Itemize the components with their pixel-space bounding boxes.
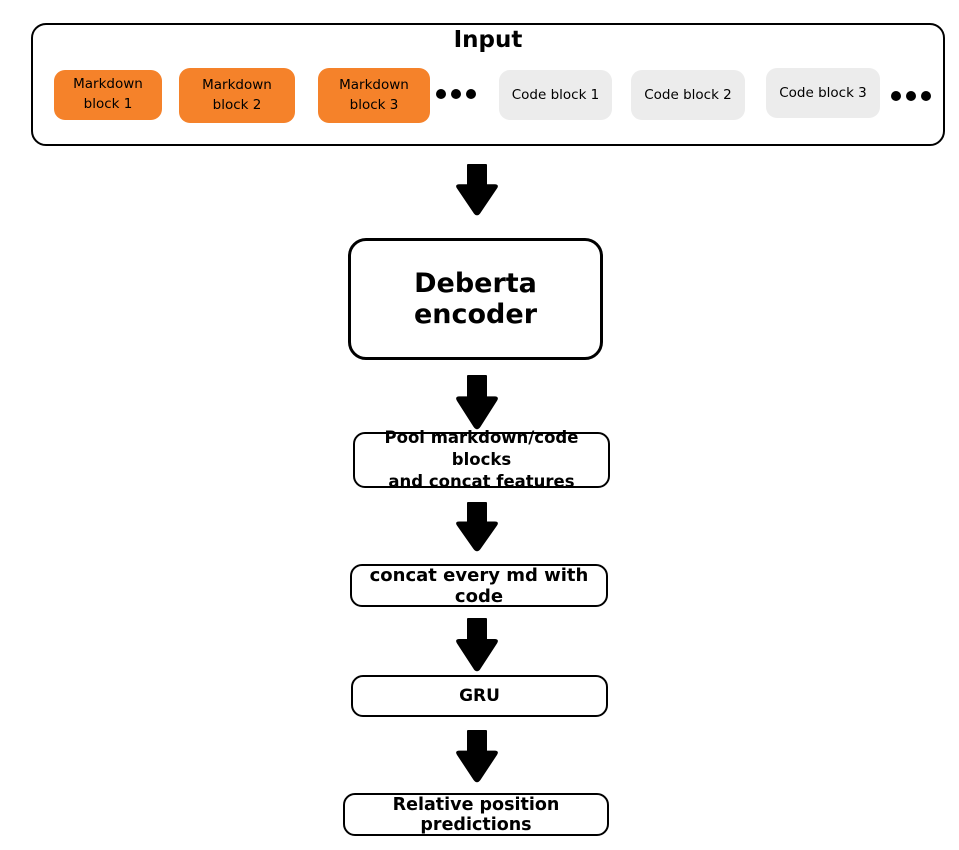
node-relative-position-predictions: Relative position predictions bbox=[343, 793, 609, 836]
markdown-block-2: Markdown block 2 bbox=[179, 68, 295, 123]
dot bbox=[451, 89, 461, 99]
dot bbox=[466, 89, 476, 99]
node-concat-md-code: concat every md with code bbox=[350, 564, 608, 607]
dot bbox=[921, 91, 931, 101]
node-gru: GRU bbox=[351, 675, 608, 717]
input-title: Input bbox=[453, 27, 523, 53]
input-container: Input Markdown block 1 Markdown block 2 … bbox=[31, 23, 945, 146]
node-deberta-encoder: Deberta encoder bbox=[348, 238, 603, 360]
code-block-1: Code block 1 bbox=[499, 70, 612, 120]
code-block-2: Code block 2 bbox=[631, 70, 745, 120]
ellipsis-icon bbox=[891, 91, 931, 101]
code-block-3: Code block 3 bbox=[766, 68, 880, 118]
down-arrow-icon bbox=[456, 502, 498, 552]
dot bbox=[436, 89, 446, 99]
dot bbox=[891, 91, 901, 101]
ellipsis-icon bbox=[436, 89, 476, 99]
node-pool-concat: Pool markdown/code blocks and concat fea… bbox=[353, 428, 610, 491]
down-arrow-icon bbox=[456, 375, 498, 430]
down-arrow-icon bbox=[456, 730, 498, 783]
markdown-block-1: Markdown block 1 bbox=[54, 70, 162, 120]
markdown-block-3: Markdown block 3 bbox=[318, 68, 430, 123]
down-arrow-icon bbox=[456, 164, 498, 216]
down-arrow-icon bbox=[456, 618, 498, 672]
dot bbox=[906, 91, 916, 101]
